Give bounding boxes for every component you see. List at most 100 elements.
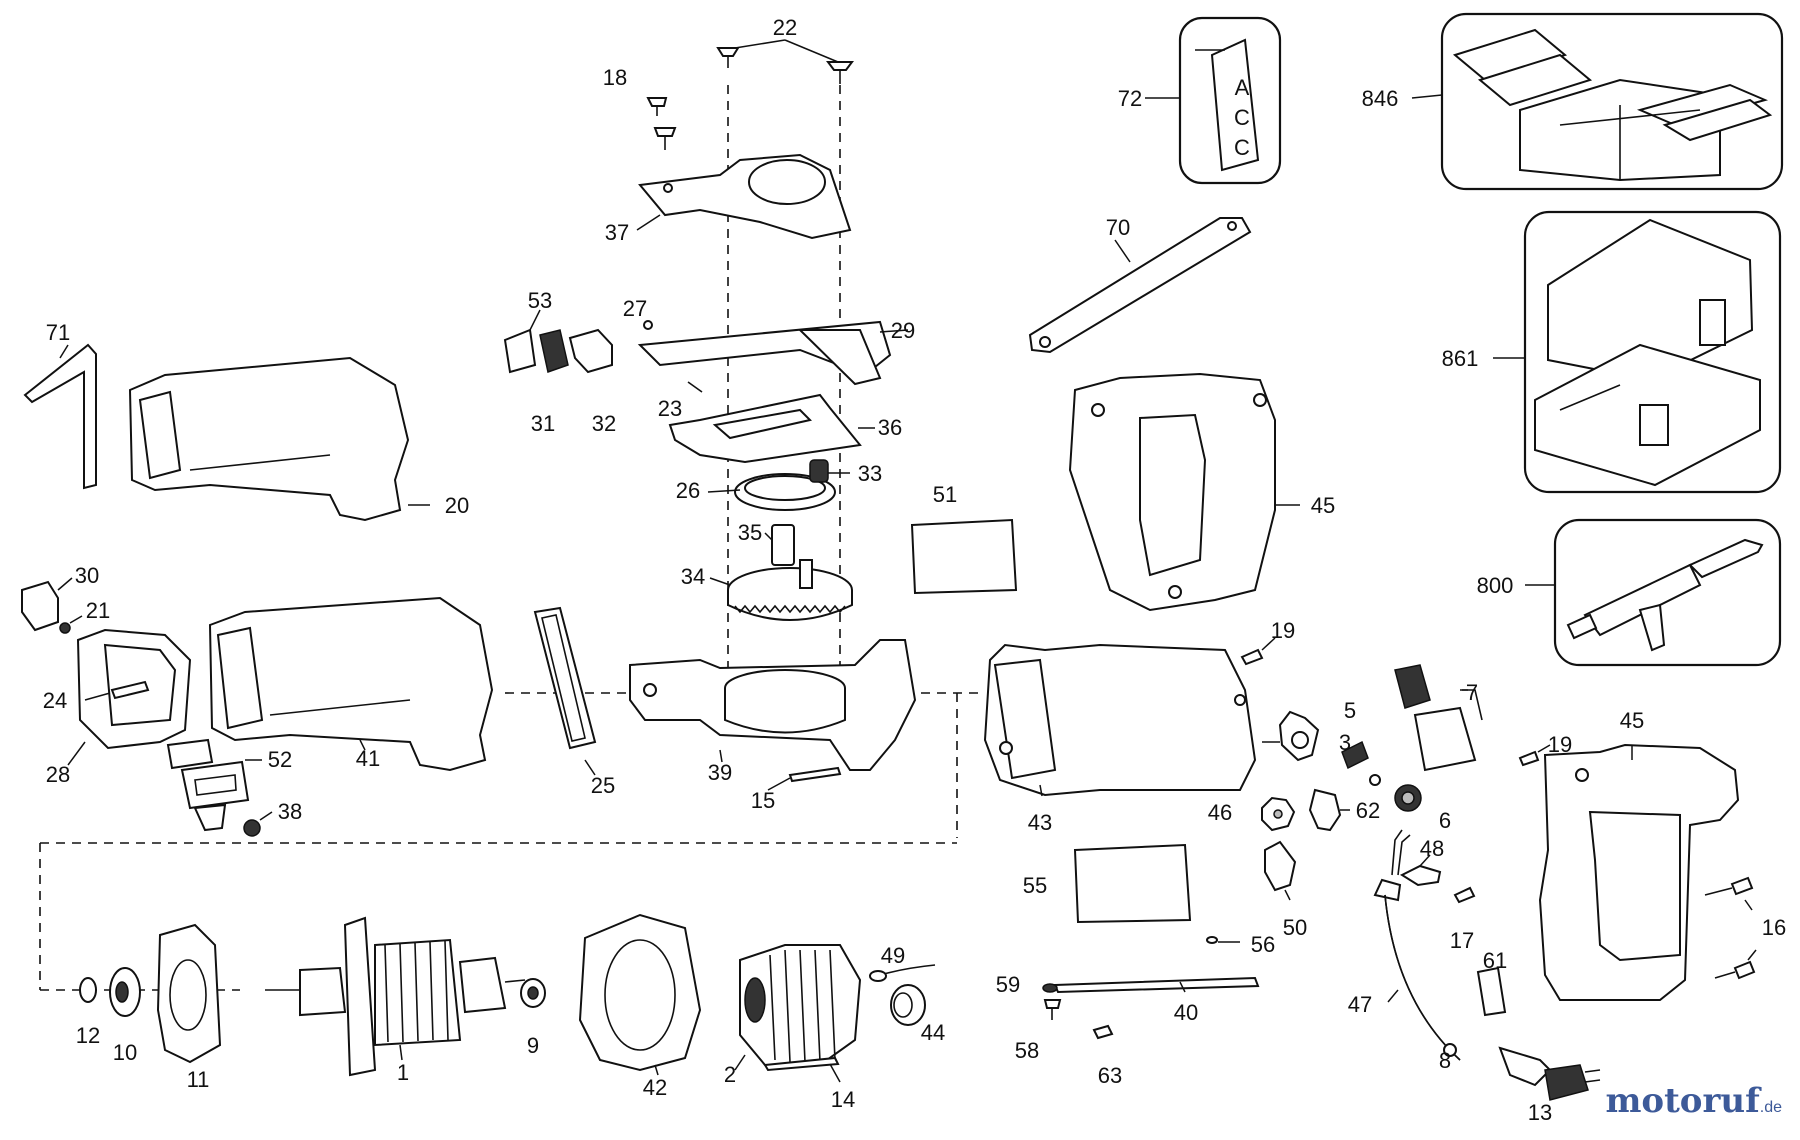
label-56: 56 [1251, 932, 1275, 957]
label-12: 12 [76, 1023, 100, 1048]
part-43-motor-housing [983, 643, 1257, 797]
label-27: 27 [623, 296, 647, 321]
label-17: 17 [1450, 928, 1474, 953]
label-45-handle: 45 [1620, 708, 1644, 733]
label-5: 5 [1344, 698, 1356, 723]
label-11: 11 [187, 1067, 210, 1092]
label-49: 49 [881, 943, 905, 968]
label-861: 861 [1442, 346, 1479, 371]
part-38-screw [243, 811, 273, 837]
part-3-spring [1341, 740, 1381, 786]
label-34: 34 [681, 564, 705, 589]
label-26: 26 [676, 478, 700, 503]
part-55-label [1073, 843, 1192, 924]
part-59-washer [1042, 983, 1058, 993]
label-53: 53 [528, 288, 552, 313]
part-846-tool-box [1411, 12, 1784, 191]
label-3: 3 [1339, 730, 1351, 755]
part-1-armature [265, 916, 526, 1077]
label-71: 71 [46, 320, 70, 345]
watermark-suffix: .de [1759, 1099, 1782, 1116]
label-6: 6 [1439, 808, 1451, 833]
label-70: 70 [1106, 215, 1130, 240]
label-24: 24 [43, 688, 67, 713]
part-45-housing-half [1068, 372, 1300, 612]
label-51: 51 [933, 482, 957, 507]
label-21: 21 [86, 598, 110, 623]
part-61-wire-nut [1476, 966, 1507, 1017]
part-56-pin [1206, 936, 1240, 944]
part-71-hex-key [23, 343, 97, 490]
part-28-end-cap [67, 628, 192, 766]
label-1: 1 [397, 1060, 409, 1085]
part-19-screw-a [1240, 637, 1276, 666]
label-20: 20 [445, 493, 469, 518]
label-58: 58 [1015, 1038, 1039, 1063]
label-37: 37 [605, 220, 629, 245]
label-18: 18 [603, 65, 627, 90]
part-26-ring [707, 473, 836, 511]
part-72-acc-card: A C C [1145, 16, 1282, 185]
label-61: 61 [1483, 948, 1507, 973]
part-12-ring [79, 977, 97, 1003]
part-15-screw [767, 766, 842, 791]
part-44-bushing [890, 984, 926, 1026]
part-40-rod [1053, 976, 1260, 994]
label-15: 15 [751, 788, 775, 813]
label-72: 72 [1118, 86, 1142, 111]
label-47: 47 [1348, 992, 1372, 1017]
part-45-handle [1538, 743, 1740, 1001]
label-45-upper: 45 [1311, 493, 1335, 518]
screws-22-18 [646, 39, 854, 150]
part-13-plug [1498, 1046, 1601, 1101]
label-50: 50 [1283, 915, 1307, 940]
watermark-logo: motoruf.de [1605, 1081, 1782, 1121]
label-46: 46 [1208, 800, 1232, 825]
part-6-bushing [1394, 784, 1422, 812]
label-39: 39 [708, 760, 732, 785]
label-800: 800 [1477, 573, 1514, 598]
label-30: 30 [75, 563, 99, 588]
part-50-clip [1264, 840, 1297, 901]
part-5-switch-knob [1262, 710, 1320, 762]
part-62-lever [1308, 788, 1350, 832]
part-51-label [910, 518, 1018, 595]
label-19-upper: 19 [1271, 618, 1295, 643]
label-36: 36 [878, 415, 902, 440]
part-46-cam [1261, 796, 1296, 832]
label-32: 32 [592, 411, 616, 436]
part-52-brush-holder [166, 738, 262, 832]
label-7: 7 [1466, 680, 1478, 705]
part-41-boot [208, 596, 494, 772]
label-40: 40 [1174, 1000, 1198, 1025]
part-14-screw [763, 1056, 841, 1083]
label-8: 8 [1439, 1048, 1451, 1073]
part-17-screw [1453, 886, 1476, 904]
label-59: 59 [996, 972, 1020, 997]
label-38: 38 [278, 799, 302, 824]
label-62: 62 [1356, 798, 1380, 823]
label-23: 23 [658, 396, 682, 421]
part-800-accessory [1525, 518, 1782, 667]
label-29: 29 [891, 318, 915, 343]
part-70-strap [1028, 217, 1252, 354]
label-25: 25 [591, 773, 615, 798]
label-55: 55 [1023, 873, 1047, 898]
part-861-carry-case [1493, 210, 1782, 494]
label-846: 846 [1362, 86, 1399, 111]
part-47-cord [1373, 829, 1461, 1061]
part-42-fan-baffle [578, 913, 702, 1076]
acc-letter-1: A [1235, 75, 1250, 100]
label-22: 22 [773, 15, 797, 40]
label-9: 9 [527, 1033, 539, 1058]
label-63: 63 [1098, 1063, 1122, 1088]
part-21-screw [59, 615, 83, 634]
part-number-labels: 22 18 37 72 846 70 53 27 29 71 31 32 23 … [43, 15, 1786, 1125]
label-52: 52 [268, 747, 292, 772]
part-9-bearing [520, 978, 546, 1008]
part-11-baffle [156, 923, 222, 1064]
watermark-text: motoruf [1605, 1081, 1760, 1121]
part-34-gear [709, 559, 853, 621]
label-28: 28 [46, 762, 70, 787]
